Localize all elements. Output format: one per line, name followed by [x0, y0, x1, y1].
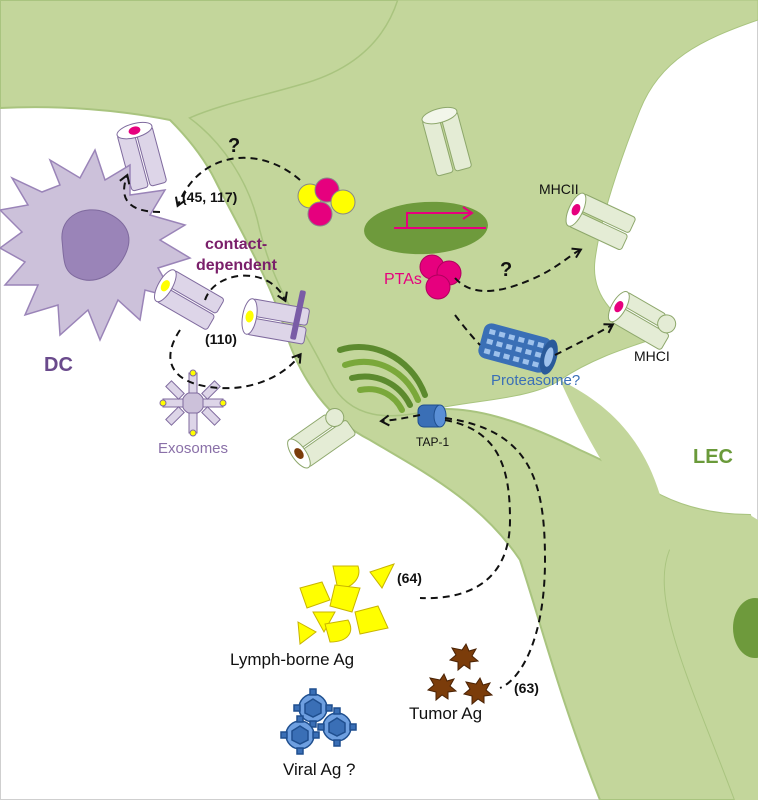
viral-antigen-shapes [280, 688, 357, 755]
dc-label: DC [44, 354, 73, 376]
ptas-label: PTAs [384, 271, 422, 288]
dc-mhc-side [153, 269, 224, 330]
mhci-right [607, 291, 677, 350]
contact-label-line2: dependent [196, 257, 278, 274]
dashed-arrows [119, 156, 615, 689]
contact-label-line1: contact- [205, 236, 267, 253]
lymph-ag-label: Lymph-borne Ag [230, 650, 354, 669]
dc-nucleus [61, 209, 130, 281]
tumor-ag-label: Tumor Ag [409, 704, 482, 723]
antigen-cluster [297, 177, 356, 227]
question-mark-mid: ? [500, 259, 512, 281]
question-mark-top: ? [228, 135, 240, 157]
ref-64: (64) [397, 570, 422, 586]
exosomes-label: Exosomes [158, 440, 228, 457]
proteasome-icon [478, 323, 558, 375]
promoter-arrow [406, 212, 470, 228]
mhci-bottom-left [287, 407, 356, 469]
ref-63: (63) [514, 680, 539, 696]
mhcii-top [421, 106, 472, 177]
proteasome-label: Proteasome? [491, 372, 580, 389]
tap1-label: TAP-1 [416, 435, 449, 449]
contact-membrane-patch [290, 290, 306, 340]
mhcii-label: MHCII [539, 181, 579, 197]
lec-label: LEC [693, 446, 733, 468]
viral-ag-label: Viral Ag ? [283, 760, 355, 779]
mhci-label: MHCI [634, 348, 670, 364]
golgi-icon [337, 344, 428, 413]
ref-45-117: (45, 117) [182, 189, 237, 205]
exosome-icon [159, 369, 227, 437]
mhcii-right [565, 192, 636, 251]
ref-110: (110) [205, 331, 237, 347]
tap1-icon [417, 404, 447, 428]
tumor-antigen-shapes [426, 642, 494, 706]
lec-cell-right [560, 380, 758, 800]
promoter-arrowhead [462, 206, 474, 220]
lymph-antigen-shapes [297, 563, 395, 645]
neighbor-nucleus [733, 598, 758, 658]
dc-mhc-top [116, 121, 167, 192]
